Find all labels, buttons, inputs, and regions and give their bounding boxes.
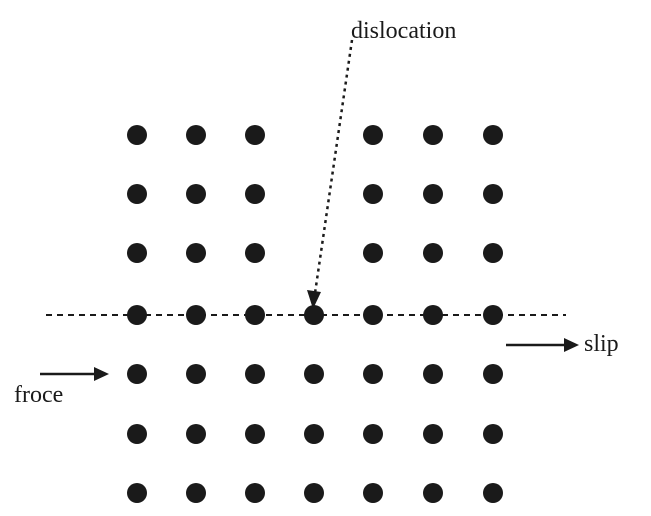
dislocation-pointer-arrowhead xyxy=(307,290,321,309)
atom xyxy=(186,243,206,263)
atom xyxy=(127,184,147,204)
atom xyxy=(186,184,206,204)
atom xyxy=(483,243,503,263)
slip-arrow-head xyxy=(564,338,579,352)
atom xyxy=(186,364,206,384)
atom-lattice xyxy=(127,125,503,503)
atom xyxy=(483,364,503,384)
atom xyxy=(186,125,206,145)
atom xyxy=(245,364,265,384)
atom xyxy=(304,364,324,384)
atom xyxy=(127,305,147,325)
atom xyxy=(245,243,265,263)
atom xyxy=(304,483,324,503)
atom xyxy=(245,184,265,204)
atom xyxy=(127,483,147,503)
atom xyxy=(245,424,265,444)
atom xyxy=(127,125,147,145)
atom xyxy=(423,483,443,503)
atom xyxy=(483,305,503,325)
atom xyxy=(423,243,443,263)
dislocation-label: dislocation xyxy=(351,18,456,44)
atom xyxy=(483,483,503,503)
atom xyxy=(363,424,383,444)
atom xyxy=(363,364,383,384)
atom xyxy=(483,424,503,444)
atom xyxy=(423,125,443,145)
dislocation-pointer-line xyxy=(312,39,354,301)
atom xyxy=(483,184,503,204)
force-arrow-head xyxy=(94,367,109,381)
atom xyxy=(363,125,383,145)
atom xyxy=(127,243,147,263)
slip-label: slip xyxy=(584,331,619,357)
atom xyxy=(245,125,265,145)
atom xyxy=(423,424,443,444)
atom xyxy=(186,424,206,444)
atom xyxy=(245,483,265,503)
atom xyxy=(245,305,265,325)
atom xyxy=(127,424,147,444)
atom xyxy=(363,305,383,325)
atom xyxy=(304,424,324,444)
atom xyxy=(127,364,147,384)
atom xyxy=(186,483,206,503)
atom xyxy=(363,243,383,263)
atom xyxy=(186,305,206,325)
atom xyxy=(423,305,443,325)
atom xyxy=(363,184,383,204)
atom xyxy=(363,483,383,503)
atom xyxy=(423,184,443,204)
force-label: froce xyxy=(14,382,63,408)
dislocation-core-atom xyxy=(304,305,324,325)
atom xyxy=(483,125,503,145)
atom xyxy=(423,364,443,384)
